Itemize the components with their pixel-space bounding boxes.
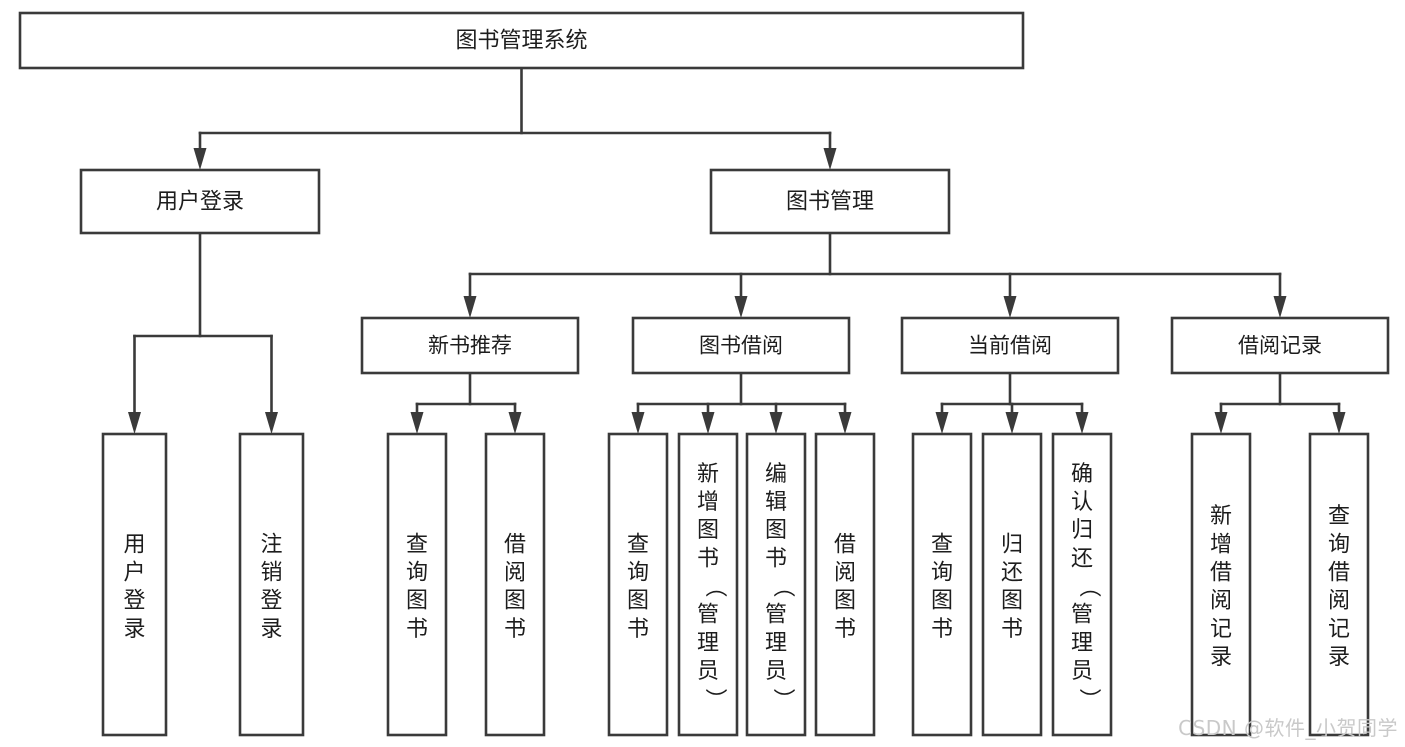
node-book-management[interactable]: 图书管理 [709, 168, 951, 235]
node-box-leaf-query-record[interactable] [1308, 432, 1370, 737]
node-leaf-add-book[interactable]: （ ） 新增图书管理员 [677, 432, 739, 737]
node-label-leaf-edit-book: 编辑图书管理员 [765, 462, 787, 684]
node-label-leaf-borrow-book-2: 借阅图书 [834, 532, 856, 641]
connector-new-book-recommend [410, 371, 522, 434]
node-label-book-borrow: 图书借阅 [699, 334, 783, 358]
connector-book-management [463, 231, 1287, 318]
node-box-borrow-records[interactable] [1170, 316, 1390, 375]
node-label-leaf-query-record: 查询借阅记录 [1328, 504, 1350, 670]
node-book-borrow[interactable]: 图书借阅 [631, 316, 851, 375]
arrow-head-icon [128, 412, 141, 434]
node-label-current-borrow: 当前借阅 [968, 334, 1052, 358]
arrow-head-icon [193, 148, 207, 170]
node-leaf-query-record[interactable]: 查询借阅记录 [1308, 432, 1370, 737]
node-borrow-records[interactable]: 借阅记录 [1170, 316, 1390, 375]
connectors-layer [128, 66, 1346, 434]
node-label-leaf-confirm-return: 确认归还管理员 [1071, 462, 1093, 684]
node-label-leaf-query-book-1: 查询图书 [406, 532, 428, 641]
arrow-head-icon [1003, 296, 1017, 318]
arrow-head-icon [1075, 412, 1089, 434]
node-box-leaf-user-login[interactable] [101, 432, 168, 737]
node-label-leaf-add-record: 新增借阅记录 [1210, 504, 1232, 670]
node-label-bracket: （ [1076, 575, 1101, 597]
node-leaf-return-book[interactable]: 归还图书 [981, 432, 1043, 737]
node-label-leaf-query-book-2: 查询图书 [627, 532, 649, 641]
connector-root [193, 66, 837, 170]
node-label-leaf-return-book: 归还图书 [1001, 532, 1023, 641]
csdn-watermark: CSDN @软件_小贺同学 [1178, 716, 1398, 740]
arrow-head-icon [463, 296, 477, 318]
arrow-head-icon [838, 412, 852, 434]
arrow-head-icon [701, 412, 715, 434]
node-label-bracket: ） [702, 688, 727, 710]
node-leaf-logout[interactable]: 注销登录 [238, 432, 305, 737]
node-label-leaf-add-book: 新增图书管理员 [697, 462, 719, 684]
node-box-leaf-return-book[interactable] [981, 432, 1043, 737]
arrow-head-icon [1332, 412, 1346, 434]
node-box-leaf-logout[interactable] [238, 432, 305, 737]
connector-user-login [128, 231, 278, 434]
node-leaf-add-record[interactable]: 新增借阅记录 [1190, 432, 1252, 737]
node-label-bracket: （ [770, 575, 795, 597]
node-leaf-user-login[interactable]: 用户登录 [101, 432, 168, 737]
node-label-borrow-records: 借阅记录 [1238, 334, 1322, 358]
node-leaf-query-book-3[interactable]: 查询图书 [911, 432, 973, 737]
arrow-head-icon [823, 148, 837, 170]
node-label-new-book-recommend: 新书推荐 [428, 334, 512, 358]
node-current-borrow[interactable]: 当前借阅 [900, 316, 1120, 375]
arrow-head-icon [410, 412, 424, 434]
node-leaf-borrow-book-1[interactable]: 借阅图书 [484, 432, 546, 737]
node-user-login[interactable]: 用户登录 [79, 168, 321, 235]
arrow-head-icon [508, 412, 522, 434]
node-label-root: 图书管理系统 [455, 29, 587, 54]
node-leaf-query-book-1[interactable]: 查询图书 [386, 432, 448, 737]
node-box-leaf-query-book-1[interactable] [386, 432, 448, 737]
node-box-leaf-add-book[interactable] [677, 432, 739, 737]
node-leaf-edit-book[interactable]: （ ） 编辑图书管理员 [745, 432, 807, 737]
arrow-head-icon [1005, 412, 1019, 434]
nodes-layer: 图书管理系统用户登录图书管理新书推荐图书借阅当前借阅借阅记录用户登录注销登录查询… [18, 11, 1390, 737]
node-box-leaf-query-book-3[interactable] [911, 432, 973, 737]
connector-current-borrow [935, 371, 1089, 434]
arrow-head-icon [734, 296, 748, 318]
node-box-leaf-query-book-2[interactable] [607, 432, 669, 737]
node-label-leaf-user-login: 用户登录 [123, 532, 145, 641]
node-box-leaf-borrow-book-1[interactable] [484, 432, 546, 737]
node-root[interactable]: 图书管理系统 [18, 11, 1025, 70]
arrow-head-icon [769, 412, 783, 434]
node-box-leaf-borrow-book-2[interactable] [814, 432, 876, 737]
node-box-root[interactable] [18, 11, 1025, 70]
connector-book-borrow [631, 371, 852, 434]
connector-borrow-records [1214, 371, 1346, 434]
node-label-book-management: 图书管理 [786, 190, 874, 215]
node-label-bracket: ） [1076, 688, 1101, 710]
node-box-book-borrow[interactable] [631, 316, 851, 375]
node-label-bracket: ） [770, 688, 795, 710]
node-label-leaf-borrow-book-1: 借阅图书 [504, 532, 526, 641]
node-label-leaf-logout: 注销登录 [260, 532, 282, 641]
node-box-user-login[interactable] [79, 168, 321, 235]
node-box-new-book-recommend[interactable] [360, 316, 580, 375]
arrow-head-icon [1214, 412, 1228, 434]
node-new-book-recommend[interactable]: 新书推荐 [360, 316, 580, 375]
node-box-leaf-confirm-return[interactable] [1051, 432, 1113, 737]
node-label-user-login: 用户登录 [156, 190, 244, 215]
node-leaf-borrow-book-2[interactable]: 借阅图书 [814, 432, 876, 737]
node-leaf-confirm-return[interactable]: （ ） 确认归还管理员 [1051, 432, 1113, 737]
node-box-current-borrow[interactable] [900, 316, 1120, 375]
node-label-leaf-query-book-3: 查询图书 [931, 532, 953, 641]
node-label-bracket: （ [702, 575, 727, 597]
arrow-head-icon [935, 412, 949, 434]
node-box-leaf-add-record[interactable] [1190, 432, 1252, 737]
arrow-head-icon [265, 412, 278, 434]
node-box-book-management[interactable] [709, 168, 951, 235]
node-leaf-query-book-2[interactable]: 查询图书 [607, 432, 669, 737]
arrow-head-icon [631, 412, 645, 434]
node-box-leaf-edit-book[interactable] [745, 432, 807, 737]
arrow-head-icon [1273, 296, 1287, 318]
